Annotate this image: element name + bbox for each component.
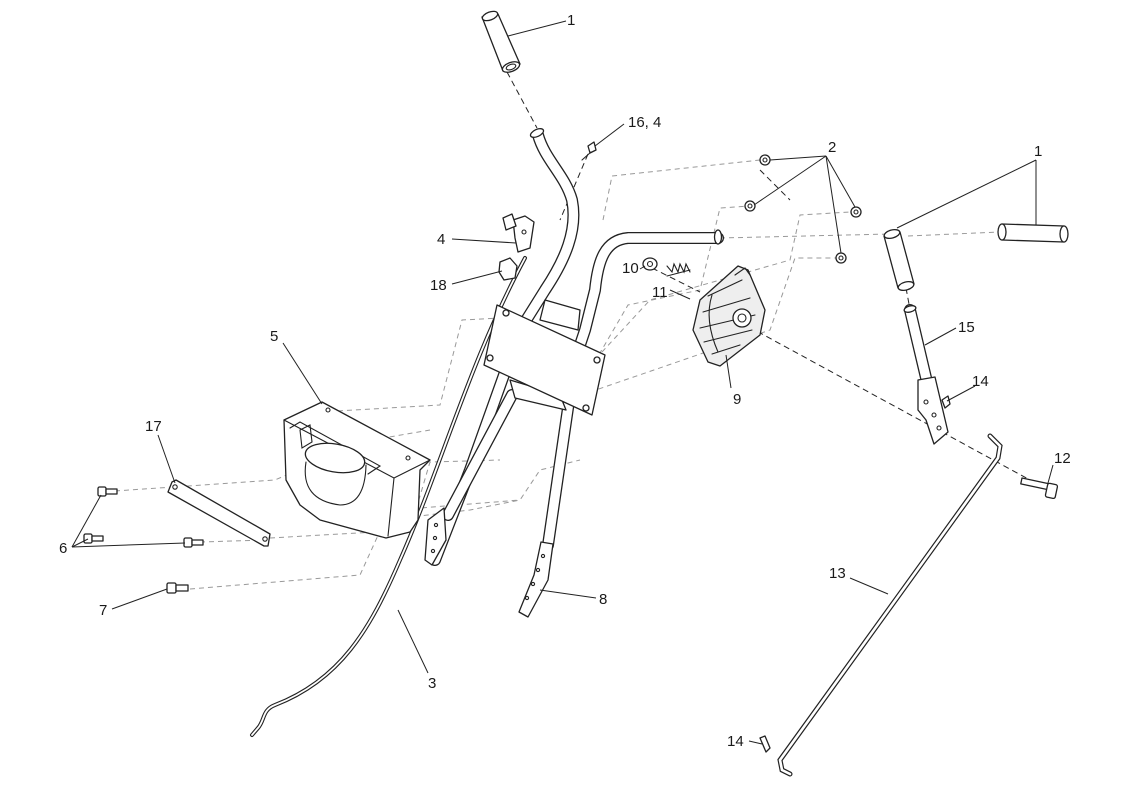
part-16-screw xyxy=(581,141,597,161)
part-10-nut xyxy=(642,257,658,271)
handle-frame-upper-right xyxy=(569,229,724,366)
callout-15: 15 xyxy=(958,319,975,336)
callout-13: 13 xyxy=(829,565,846,582)
callout-5: 5 xyxy=(270,328,278,345)
part-18-nut-block xyxy=(498,257,518,281)
handle-frame-left xyxy=(424,128,580,566)
part-1-grip-right xyxy=(883,223,1069,292)
callout-1-right: 1 xyxy=(1034,143,1042,160)
callout-17: 17 xyxy=(145,418,162,435)
callout-9: 9 xyxy=(733,391,741,408)
callout-6: 6 xyxy=(59,540,67,557)
callout-14-upper: 14 xyxy=(972,373,989,390)
part-15-lever xyxy=(903,304,949,445)
callout-labels: 1 16, 4 2 1 4 18 10 11 15 5 14 9 17 12 6… xyxy=(59,12,1071,750)
part-1-grip-top xyxy=(481,10,521,73)
assembly-lines xyxy=(114,159,1001,590)
callout-8: 8 xyxy=(599,591,607,608)
part-2-nuts xyxy=(744,154,862,264)
callout-18: 18 xyxy=(430,277,447,294)
callout-7: 7 xyxy=(99,602,107,619)
leader-lines xyxy=(71,20,1054,745)
part-7-bolt xyxy=(166,582,189,594)
part-5-box xyxy=(283,401,431,539)
part-13-rod xyxy=(777,433,1003,777)
part-6-bolts xyxy=(83,486,204,548)
callout-2: 2 xyxy=(828,139,836,156)
part-14-clip-upper xyxy=(941,395,951,409)
axis-lines xyxy=(506,71,1031,481)
callout-3: 3 xyxy=(428,675,436,692)
part-3-cable xyxy=(250,256,527,737)
control-panel-plate xyxy=(483,304,606,416)
part-11-spring xyxy=(666,262,691,277)
callout-10: 10 xyxy=(622,260,639,277)
part-4-bracket xyxy=(502,213,535,253)
part-14-clip-lower xyxy=(759,735,771,753)
part-9-gear-plate xyxy=(692,265,766,367)
callout-4: 4 xyxy=(437,231,445,248)
callout-1-top: 1 xyxy=(567,12,575,29)
part-12-bolt xyxy=(1020,477,1059,500)
callout-11: 11 xyxy=(652,284,668,301)
callout-14-lower: 14 xyxy=(727,733,744,750)
callout-16-4: 16, 4 xyxy=(628,114,661,131)
part-17-flat-bar xyxy=(167,479,271,547)
callout-12: 12 xyxy=(1054,450,1071,467)
